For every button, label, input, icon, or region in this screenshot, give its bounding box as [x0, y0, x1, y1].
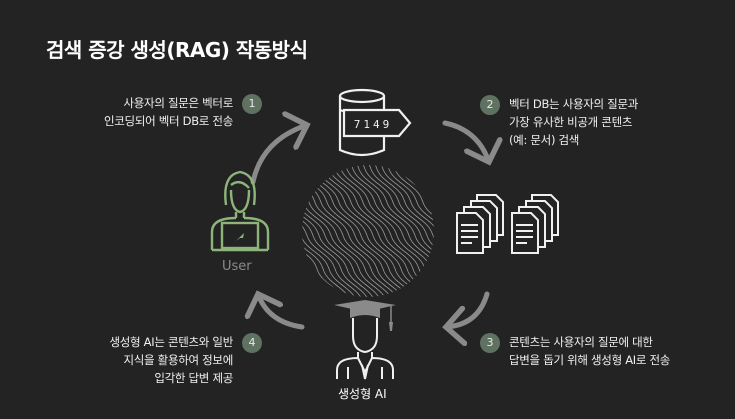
user-label: User — [222, 259, 252, 274]
wave-line — [349, 165, 434, 297]
wave-line — [325, 165, 434, 297]
wave-line — [302, 165, 309, 297]
wave-line — [331, 165, 434, 297]
step-1-badge: 1 — [242, 94, 262, 114]
wave-line — [337, 165, 434, 297]
ai-label: 생성형 AI — [338, 387, 387, 401]
arrow-1 — [250, 125, 307, 185]
step-2-badge: 2 — [480, 95, 500, 115]
wave-line — [367, 165, 434, 297]
documents-icon — [456, 194, 559, 254]
wave-line — [302, 165, 375, 297]
wave-line — [302, 165, 393, 297]
arrow-3 — [446, 291, 490, 327]
wave-line — [302, 165, 411, 297]
vector-database-icon — [338, 88, 412, 157]
wave-line — [302, 165, 333, 297]
graduate-ai-icon — [334, 300, 396, 380]
wave-line — [302, 165, 387, 297]
vector-code: 7149 — [354, 118, 393, 131]
page-title: 검색 증강 생성(RAG) 작동방식 — [46, 38, 308, 62]
arrow-4 — [258, 294, 305, 330]
cursor-icon — [236, 233, 244, 241]
wave-line — [302, 165, 339, 297]
user-laptop-icon — [210, 170, 270, 252]
arrow-2 — [442, 120, 489, 162]
wave-line — [302, 165, 381, 297]
wave-line — [302, 165, 357, 297]
wave-line — [302, 165, 351, 297]
wave-line — [302, 165, 369, 297]
wave-line — [302, 165, 405, 297]
wave-line — [361, 165, 434, 297]
wave-line — [302, 165, 363, 297]
wave-line — [379, 165, 434, 297]
step-4-badge: 4 — [242, 333, 262, 353]
wave-line — [355, 165, 434, 297]
wave-line — [343, 165, 434, 297]
step-3-badge: 3 — [480, 333, 500, 353]
wave-line — [302, 165, 327, 297]
wave-line — [373, 165, 434, 297]
wave-line — [302, 165, 399, 297]
